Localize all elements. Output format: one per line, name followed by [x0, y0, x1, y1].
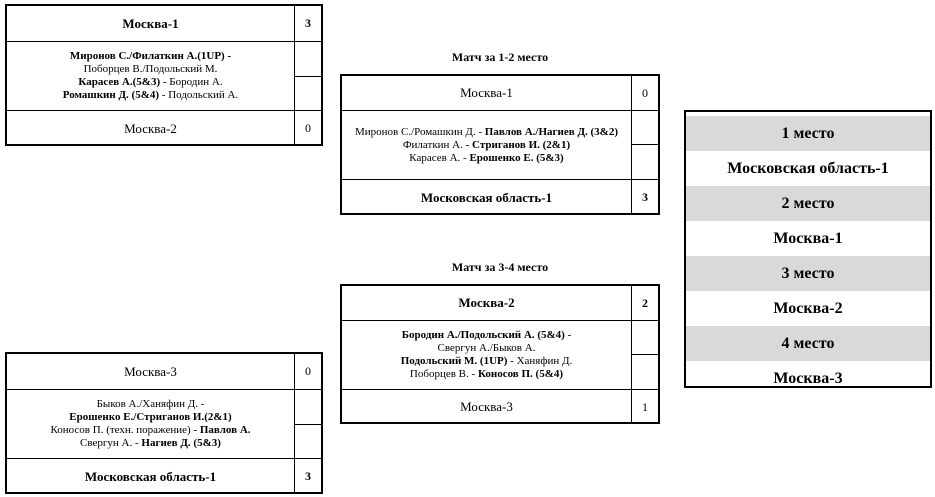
final-12-team1-row: Москва-1 0: [342, 76, 658, 111]
semifinal-2-team2-row: Московская область-1 3: [7, 459, 321, 494]
team-score: 0: [305, 121, 311, 135]
player-text: Свергун А./Быков А.: [437, 342, 536, 354]
team-score: 3: [642, 190, 648, 204]
winner-text: Ромашкин Д. (5&4): [62, 89, 160, 101]
player-text: - Бородин А.: [160, 76, 223, 88]
match-line: Быков А./Ханяфин Д. -: [97, 398, 205, 411]
standing-team-3: Москва-2: [773, 299, 843, 317]
team-name: Москва-1: [7, 6, 295, 41]
team-name: Москва-1: [342, 76, 632, 110]
player-text: Коносов П. (техн. поражение) -: [50, 424, 200, 436]
match-line: Бородин А./Подольский А. (5&4) -: [402, 329, 571, 342]
match-details: Бородин А./Подольский А. (5&4) -Свергун …: [342, 321, 632, 389]
match-details: Миронов С./Филаткин А.(1UP) -Поборцев В.…: [7, 42, 295, 110]
winner-text: Карасев А.(5&3): [78, 76, 161, 88]
final-12-team2-row: Московская область-1 3: [342, 180, 658, 215]
standing-team-2: Москва-1: [773, 229, 843, 247]
final-34-team2-row: Москва-3 1: [342, 390, 658, 424]
standing-place-1: 1 место: [686, 116, 930, 151]
score-cell: [632, 111, 658, 145]
player-text: - Подольский А.: [159, 89, 239, 101]
standing-team-1: Московская область-1: [727, 159, 889, 177]
semifinal-2-details: Быков А./Ханяфин Д. -Ерошенко Е./Стриган…: [7, 390, 321, 459]
match-line: Подольский М. (1UP) - Ханяфин Д.: [401, 355, 573, 368]
match-line: Поборцев В./Подольский М.: [84, 63, 218, 76]
team-score: 3: [305, 16, 311, 30]
player-text: -: [564, 329, 572, 341]
match-line: Филаткин А. - Стриганов И. (2&1): [403, 139, 570, 152]
semifinal-2-team1-row: Москва-3 0: [7, 354, 321, 390]
winner-text: Ерошенко Е./Стриганов И.(2&1): [69, 411, 232, 423]
player-text: Карасев А. -: [409, 151, 470, 164]
winner-text: Нагиев Д. (5&3): [141, 437, 221, 449]
match-line: Карасев А. - Ерошенко Е. (5&3): [409, 152, 563, 165]
player-text: Филаткин А. -: [402, 138, 473, 151]
winner-text: Стриганов И. (2&1): [472, 138, 571, 151]
semifinal-2-bracket: Москва-3 0 Быков А./Ханяфин Д. -Ерошенко…: [5, 352, 323, 494]
team-name: Москва-2: [342, 286, 632, 320]
team-score: 0: [642, 85, 648, 100]
winner-text: Павлов А./Нагиев Д. (3&2): [484, 125, 619, 138]
player-text: Поборцев В./Подольский М.: [83, 63, 218, 75]
team-score: 0: [305, 364, 311, 378]
player-text: Поборцев В. -: [409, 368, 478, 380]
match-line: Поборцев В. - Коносов П. (5&4): [410, 368, 563, 381]
player-text: Свергун А. -: [80, 437, 142, 449]
final-12-details: Миронов С./Ромашкин Д. - Павлов А./Нагие…: [342, 111, 658, 180]
score-cell: [295, 42, 321, 77]
team-name: Москва-3: [7, 354, 295, 389]
winner-text: Павлов А.: [199, 424, 251, 436]
semifinal-1-team2-row: Москва-2 0: [7, 111, 321, 146]
match-line: Карасев А.(5&3) - Бородин А.: [78, 76, 222, 89]
match-line: Свергун А. - Нагиев Д. (5&3): [80, 437, 221, 450]
standing-place-3: 3 место: [686, 256, 930, 291]
team-name: Москва-2: [7, 111, 295, 146]
final-34-details: Бородин А./Подольский А. (5&4) -Свергун …: [342, 321, 658, 390]
score-cell: [295, 390, 321, 425]
match-line: Миронов С./Ромашкин Д. - Павлов А./Нагие…: [355, 126, 618, 139]
winner-text: Подольский М. (1UP): [400, 355, 508, 367]
team-score: 3: [305, 469, 311, 483]
semifinal-1-bracket: Москва-1 3 Миронов С./Филаткин А.(1UP) -…: [5, 4, 323, 146]
final-34-team1-row: Москва-2 2: [342, 286, 658, 321]
team-name: Москва-3: [342, 390, 632, 424]
winner-text: Миронов С./Филаткин А.(1UP) -: [69, 50, 232, 62]
winner-text: Бородин А./Подольский А. (5&4): [401, 329, 565, 341]
match-line: Коносов П. (техн. поражение) - Павлов А.: [50, 424, 250, 437]
final-12-bracket: Москва-1 0 Миронов С./Ромашкин Д. - Павл…: [340, 74, 660, 215]
match-line: Ромашкин Д. (5&4) - Подольский А.: [63, 89, 238, 102]
team-name: Московская область-1: [7, 459, 295, 494]
score-cell: [632, 321, 658, 355]
match-details: Миронов С./Ромашкин Д. - Павлов А./Нагие…: [342, 111, 632, 179]
standing-place-4: 4 место: [686, 326, 930, 361]
team-score: 2: [642, 295, 648, 310]
final-standings: 1 место Московская область-1 2 место Мос…: [684, 110, 932, 388]
player-text: Миронов С./Ромашкин Д. -: [354, 125, 485, 138]
semifinal-1-details: Миронов С./Филаткин А.(1UP) -Поборцев В.…: [7, 42, 321, 111]
team-score: 1: [642, 399, 648, 414]
winner-text: Коносов П. (5&4): [477, 368, 564, 380]
semifinal-1-team1-row: Москва-1 3: [7, 6, 321, 42]
standing-team-4: Москва-3: [773, 369, 843, 387]
final-34-bracket: Москва-2 2 Бородин А./Подольский А. (5&4…: [340, 284, 660, 424]
team-name: Московская область-1: [342, 180, 632, 215]
match-line: Свергун А./Быков А.: [438, 342, 536, 355]
final-34-heading: Матч за 3-4 место: [451, 260, 549, 274]
match-line: Ерошенко Е./Стриганов И.(2&1): [69, 411, 231, 424]
player-text: - Ханяфин Д.: [507, 355, 573, 367]
final-12-heading: Матч за 1-2 место: [451, 50, 549, 64]
winner-text: Ерошенко Е. (5&3): [469, 151, 564, 164]
match-details: Быков А./Ханяфин Д. -Ерошенко Е./Стриган…: [7, 390, 295, 458]
player-text: Быков А./Ханяфин Д. -: [96, 398, 205, 410]
match-line: Миронов С./Филаткин А.(1UP) -: [70, 50, 231, 63]
standing-place-2: 2 место: [686, 186, 930, 221]
